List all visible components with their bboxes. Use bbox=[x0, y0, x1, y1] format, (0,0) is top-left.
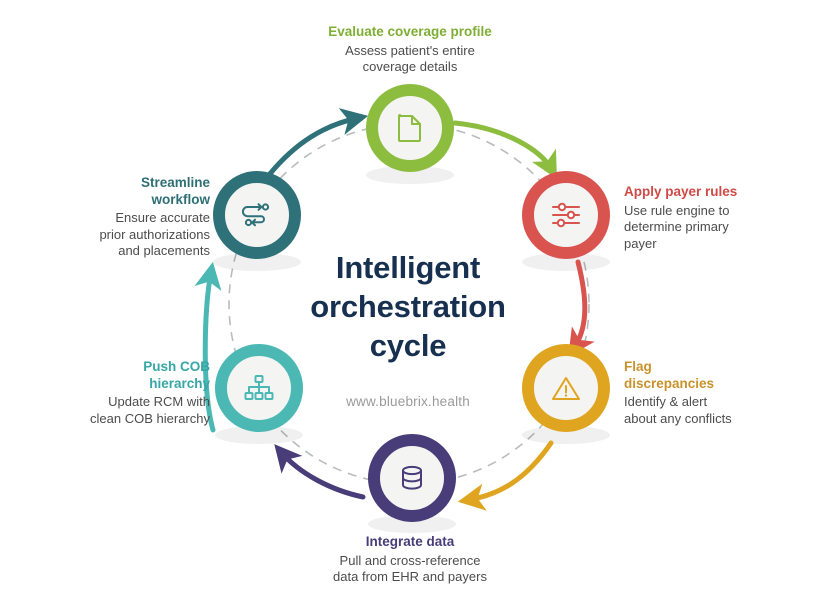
node-payer-rules-disc bbox=[535, 184, 597, 246]
label-flag-title-line-1: Flag bbox=[624, 359, 652, 374]
label-integrate-data: Integrate data Pull and cross-reference … bbox=[292, 534, 528, 586]
center-text-block: Intelligent orchestration cycle www.blue… bbox=[283, 248, 533, 409]
label-flag-desc: Identify & alert about any conflicts bbox=[624, 394, 814, 427]
label-streamline-desc-line-1: Ensure accurate bbox=[115, 210, 210, 225]
node-streamline-workflow[interactable] bbox=[213, 171, 301, 259]
label-flag-desc-line-1: Identify & alert bbox=[624, 394, 708, 409]
label-evaluate-desc-line-1: Assess patient's entire bbox=[345, 42, 475, 58]
label-streamline-desc: Ensure accurate prior authorizations and… bbox=[20, 210, 210, 260]
page-title: Intelligent orchestration cycle bbox=[283, 248, 533, 365]
label-streamline-title: Streamline workflow bbox=[20, 175, 210, 208]
label-payer-rules: Apply payer rules Use rule engine to det… bbox=[624, 184, 814, 252]
arrow-streamline-to-evaluate bbox=[266, 108, 369, 178]
label-evaluate-desc-line-2: coverage details bbox=[362, 59, 458, 74]
label-streamline-title-line-2: workflow bbox=[151, 191, 210, 207]
label-flag-title: Flag discrepancies bbox=[624, 359, 814, 392]
arrow-integrate-to-push-cob bbox=[274, 444, 366, 500]
label-payer-rules-desc-line-3: payer bbox=[624, 235, 657, 251]
label-push-cob-desc-line-2: clean COB hierarchy bbox=[90, 410, 210, 426]
node-flag-disc bbox=[535, 357, 597, 419]
label-integrate-desc-line-1: Pull and cross-reference bbox=[339, 552, 481, 568]
node-flag-discrepancies[interactable] bbox=[522, 344, 610, 432]
label-integrate-title: Integrate data bbox=[365, 534, 455, 549]
label-payer-rules-desc: Use rule engine to determine primary pay… bbox=[624, 203, 814, 253]
label-integrate-desc: Pull and cross-reference data from EHR a… bbox=[292, 553, 528, 586]
node-payer-rules[interactable] bbox=[522, 171, 610, 259]
warning-triangle-icon bbox=[552, 376, 580, 400]
node-integrate-data[interactable] bbox=[368, 434, 456, 522]
title-line-1: Intelligent bbox=[335, 250, 481, 285]
node-streamline-disc bbox=[226, 184, 288, 246]
database-icon bbox=[402, 465, 422, 490]
label-payer-rules-desc-line-2: determine primary bbox=[624, 219, 729, 234]
workflow-route-icon bbox=[242, 203, 270, 227]
label-streamline-desc-line-3: and placements bbox=[118, 243, 210, 258]
label-streamline-title-line-1: Streamline bbox=[140, 175, 210, 190]
label-streamline-workflow: Streamline workflow Ensure accurate prio… bbox=[20, 175, 210, 260]
label-push-cob-title-line-1: Push COB bbox=[143, 359, 210, 374]
label-payer-rules-title: Apply payer rules bbox=[624, 184, 738, 199]
label-push-cob-title: Push COB hierarchy bbox=[20, 359, 210, 392]
label-flag-title-line-2: discrepancies bbox=[624, 375, 715, 391]
label-payer-rules-desc-line-1: Use rule engine to bbox=[624, 202, 730, 218]
node-evaluate-disc bbox=[379, 97, 441, 159]
label-push-cob-title-line-2: hierarchy bbox=[149, 375, 210, 391]
label-evaluate: Evaluate coverage profile Assess patient… bbox=[292, 24, 528, 76]
label-evaluate-desc: Assess patient's entire coverage details bbox=[292, 43, 528, 76]
label-flag-discrepancies: Flag discrepancies Identify & alert abou… bbox=[624, 359, 814, 427]
hierarchy-icon bbox=[244, 375, 274, 400]
label-push-cob-desc: Update RCM with clean COB hierarchy bbox=[20, 394, 210, 427]
arrow-push-cob-to-streamline bbox=[194, 261, 222, 433]
title-line-2: orchestration bbox=[310, 289, 506, 324]
label-integrate-desc-line-2: data from EHR and payers bbox=[333, 569, 487, 584]
document-icon bbox=[398, 114, 421, 142]
label-streamline-desc-line-2: prior authorizations bbox=[99, 226, 210, 242]
title-line-3: cycle bbox=[369, 328, 447, 363]
label-flag-desc-line-2: about any conflicts bbox=[624, 410, 732, 426]
label-evaluate-title: Evaluate coverage profile bbox=[328, 24, 492, 39]
sliders-icon bbox=[552, 202, 580, 228]
dashed-guide-ring bbox=[228, 123, 590, 485]
node-push-cob-disc bbox=[228, 357, 290, 419]
arrow-payer-rules-to-flag bbox=[568, 259, 595, 357]
arrow-flag-to-integrate bbox=[457, 440, 554, 511]
node-integrate-disc bbox=[381, 447, 443, 509]
label-push-cob: Push COB hierarchy Update RCM with clean… bbox=[20, 359, 210, 427]
node-evaluate[interactable] bbox=[366, 84, 454, 172]
arrow-evaluate-to-payer-rules bbox=[452, 120, 557, 180]
website-url: www.bluebrix.health bbox=[346, 394, 470, 409]
label-push-cob-desc-line-1: Update RCM with bbox=[108, 394, 210, 409]
